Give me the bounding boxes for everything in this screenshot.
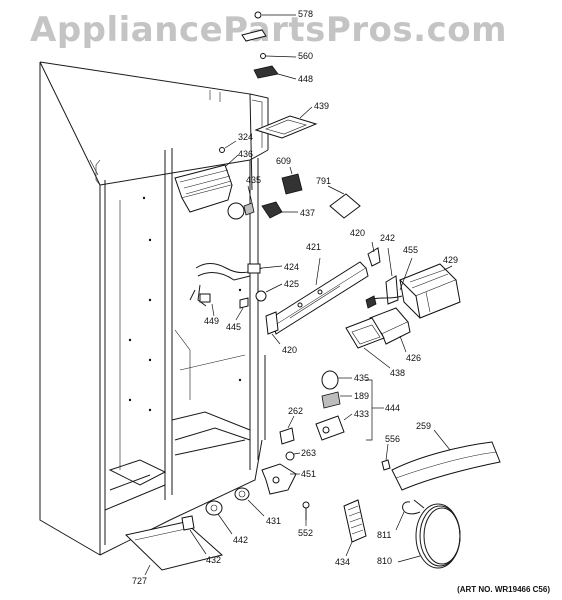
screw-552 — [302, 501, 310, 526]
callout-445: 445 — [226, 322, 242, 332]
round-parts — [181, 487, 265, 555]
bracket-421 — [265, 241, 381, 345]
callout-727: 727 — [132, 576, 148, 586]
callout-424: 424 — [284, 262, 300, 272]
callout-420-lower: 420 — [282, 345, 298, 355]
callout-434: 434 — [335, 557, 351, 567]
callout-426: 426 — [406, 353, 422, 363]
callout-451: 451 — [301, 469, 317, 479]
harness-424 — [189, 263, 283, 321]
pad-791 — [327, 185, 361, 219]
callout-437: 437 — [300, 208, 316, 218]
callout-435-lower: 435 — [354, 373, 370, 383]
hinge-parts — [261, 415, 301, 495]
callout-263: 263 — [301, 448, 317, 458]
callout-448: 448 — [298, 74, 314, 84]
light-housing-436 — [174, 140, 239, 213]
light-shield-439 — [254, 106, 318, 139]
bulb-435-upper — [227, 185, 255, 220]
cover-259 — [381, 429, 501, 491]
callout-811: 811 — [377, 530, 392, 540]
callout-432: 432 — [206, 555, 222, 565]
switch-609 — [281, 166, 303, 195]
callout-259: 259 — [416, 421, 432, 431]
grille-727 — [124, 521, 224, 576]
callout-242: 242 — [380, 233, 396, 243]
callout-324: 324 — [238, 132, 254, 142]
tubing-810 — [395, 499, 461, 569]
callout-262: 262 — [288, 406, 304, 416]
callout-810: 810 — [377, 556, 393, 566]
assembly-444 — [315, 370, 384, 441]
callout-420-upper: 420 — [350, 228, 366, 238]
callout-431: 431 — [266, 516, 282, 526]
callout-444: 444 — [385, 403, 401, 413]
callout-455: 455 — [403, 245, 419, 255]
callout-552: 552 — [298, 528, 314, 538]
watermark: AppliancePartsPros.com — [30, 10, 508, 50]
socket-437 — [261, 201, 298, 219]
callout-421: 421 — [306, 242, 322, 252]
control-box-429 — [365, 247, 461, 319]
cabinet-liner — [39, 61, 269, 556]
callout-425: 425 — [284, 279, 300, 289]
callout-438: 438 — [390, 368, 406, 378]
art-number: (ART NO. WR19466 C56) — [457, 585, 550, 594]
callout-433: 433 — [354, 409, 370, 419]
callout-189: 189 — [354, 391, 370, 401]
callout-436: 436 — [238, 149, 254, 159]
callout-449: 449 — [204, 316, 220, 326]
callout-609: 609 — [276, 156, 292, 166]
callout-439: 439 — [314, 101, 330, 111]
module-426 — [345, 307, 411, 369]
filter-434 — [343, 499, 367, 557]
callout-435-upper: 435 — [246, 175, 262, 185]
callout-560: 560 — [298, 51, 314, 61]
top-hardware — [241, 11, 297, 80]
callout-556: 556 — [385, 434, 401, 444]
callout-429: 429 — [443, 255, 459, 265]
callout-442: 442 — [233, 535, 249, 545]
callout-578: 578 — [298, 9, 314, 19]
callout-791: 791 — [316, 176, 332, 186]
